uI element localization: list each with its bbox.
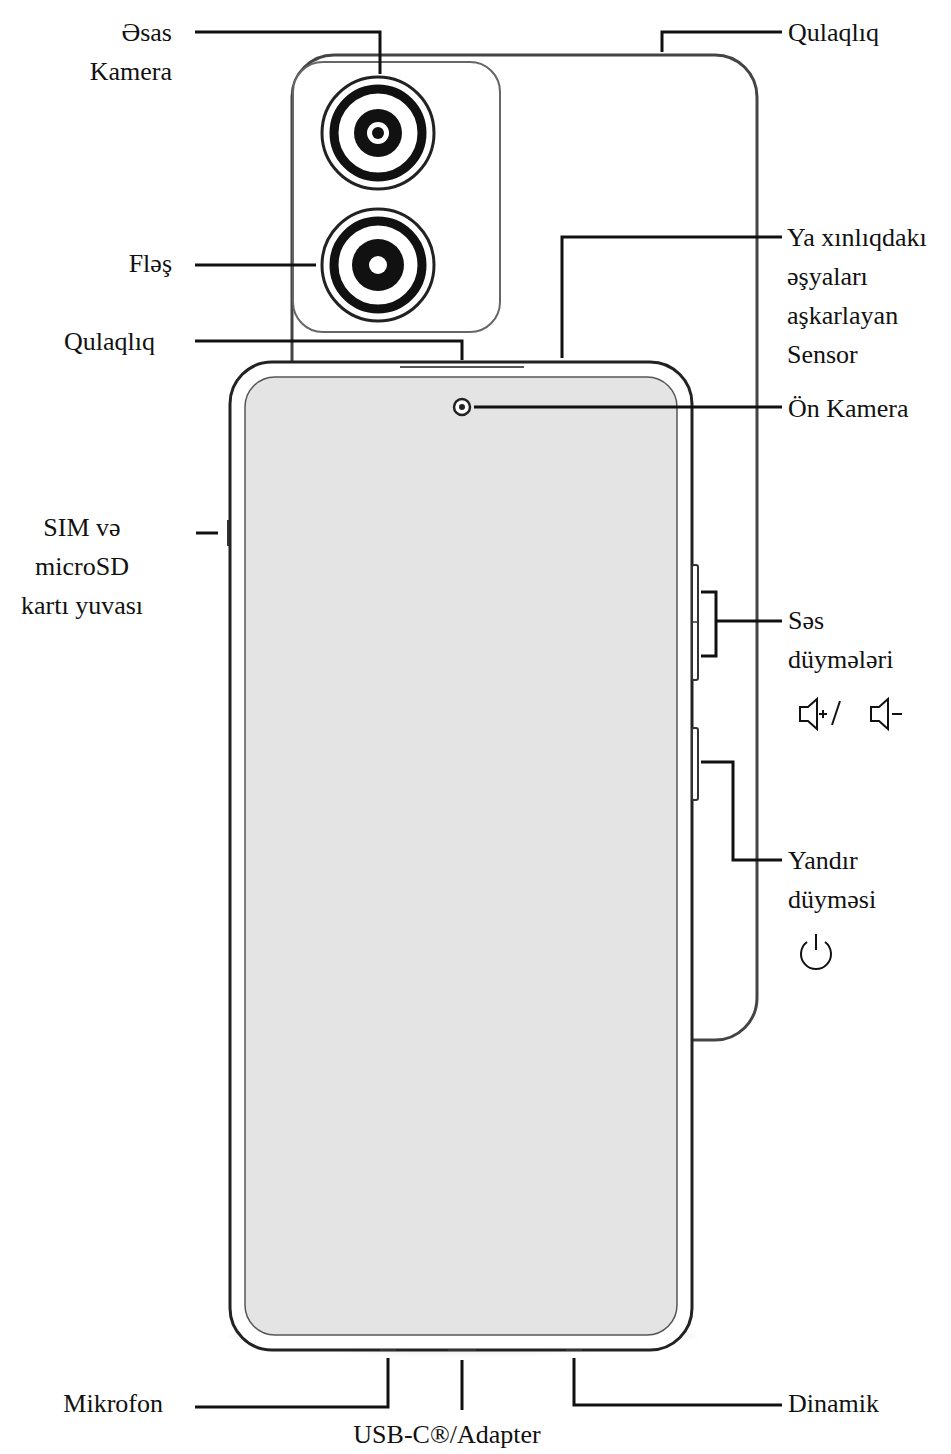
sim-slot bbox=[227, 520, 229, 546]
part-label: Qulaqlıq bbox=[64, 322, 155, 361]
flash-lens bbox=[322, 209, 434, 321]
front-camera bbox=[454, 399, 470, 415]
volume-icons bbox=[800, 699, 902, 729]
part-label: Əsas Kamera bbox=[72, 13, 172, 91]
part-label: Qulaqlıq bbox=[788, 13, 879, 52]
part-label: Səs düymələri bbox=[788, 601, 913, 679]
part-label: SIM və microSD kartı yuvası bbox=[12, 508, 152, 625]
camera-module bbox=[293, 62, 500, 332]
bottom-openings bbox=[380, 1349, 582, 1351]
earpiece-slot bbox=[400, 366, 524, 368]
power-icon bbox=[801, 934, 831, 969]
front-housing bbox=[230, 362, 692, 1350]
part-label: USB-C®/Adapter bbox=[353, 1415, 540, 1454]
part-label: Ön Kamera bbox=[788, 389, 909, 428]
leader-lines bbox=[195, 32, 782, 1410]
part-label: Fləş bbox=[129, 244, 172, 283]
volume-split bbox=[692, 621, 698, 623]
volume-buttons bbox=[692, 565, 698, 680]
power-button bbox=[692, 728, 698, 800]
part-label: Dinamik bbox=[788, 1384, 879, 1423]
part-label: Mikrofon bbox=[63, 1384, 163, 1423]
screen bbox=[245, 377, 677, 1335]
part-label: Yandır düyməsi bbox=[788, 841, 898, 919]
part-label: Ya xınlıqdakı əşyaları aşkarlayan Sensor bbox=[787, 218, 947, 374]
front-camera-lens bbox=[459, 404, 465, 410]
main-camera-lens bbox=[322, 77, 434, 189]
